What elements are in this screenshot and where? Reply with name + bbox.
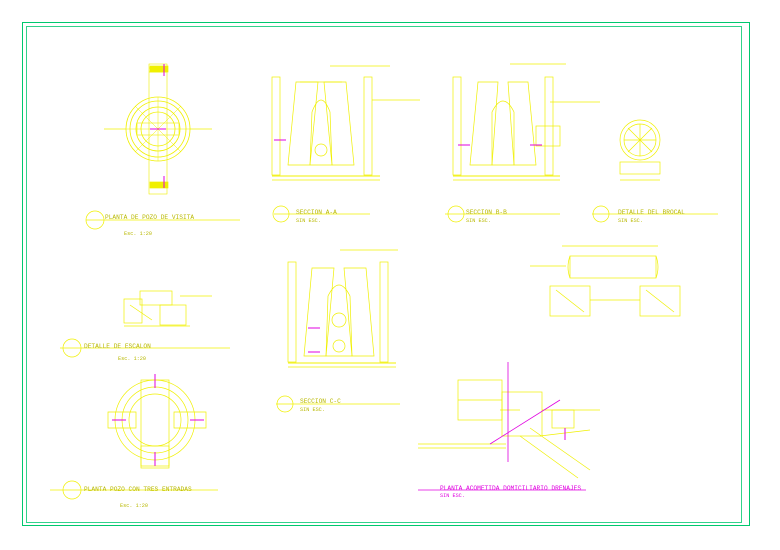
view-scale: SIN ESC. xyxy=(296,218,321,224)
view-scale: Esc. 1:20 xyxy=(120,503,149,509)
view-scale: Esc. 1:20 xyxy=(118,356,147,362)
view-title: DETALLE DEL BROCAL xyxy=(618,209,685,216)
view-title: SECCION C-C xyxy=(300,398,341,405)
view-scale: SIN ESC. xyxy=(300,407,325,413)
view-scale: Esc. 1:20 xyxy=(124,231,153,237)
section-c-c-view xyxy=(276,249,400,413)
connection-axis xyxy=(489,399,561,445)
outer-frame xyxy=(22,22,750,526)
house-connection-view xyxy=(418,379,600,479)
view-title: SECCION B-B xyxy=(466,209,507,216)
view-title: SECCION A-A xyxy=(296,209,337,216)
curb-section-view xyxy=(530,245,681,317)
view-title: PLANTA DE POZO DE VISITA xyxy=(105,214,195,221)
plan-manhole-view xyxy=(85,63,240,230)
section-a-a-view xyxy=(271,65,420,223)
section-b-b-view xyxy=(445,63,600,223)
inner-frame xyxy=(26,26,742,523)
plan-three-inlets-view xyxy=(50,379,218,500)
view-scale: SIN ESC. xyxy=(466,218,491,224)
view-title: DETALLE DE ESCALON xyxy=(84,343,151,350)
curb-detail-view xyxy=(592,119,718,223)
view-scale: SIN ESC. xyxy=(440,493,465,499)
view-scale: SIN ESC. xyxy=(618,218,643,224)
view-title: PLANTA ACOMETIDA DOMICILIARIO DRENAJES xyxy=(440,485,582,492)
view-title: PLANTA POZO CON TRES ENTRADAS xyxy=(84,486,192,493)
step-detail-view xyxy=(60,290,230,358)
